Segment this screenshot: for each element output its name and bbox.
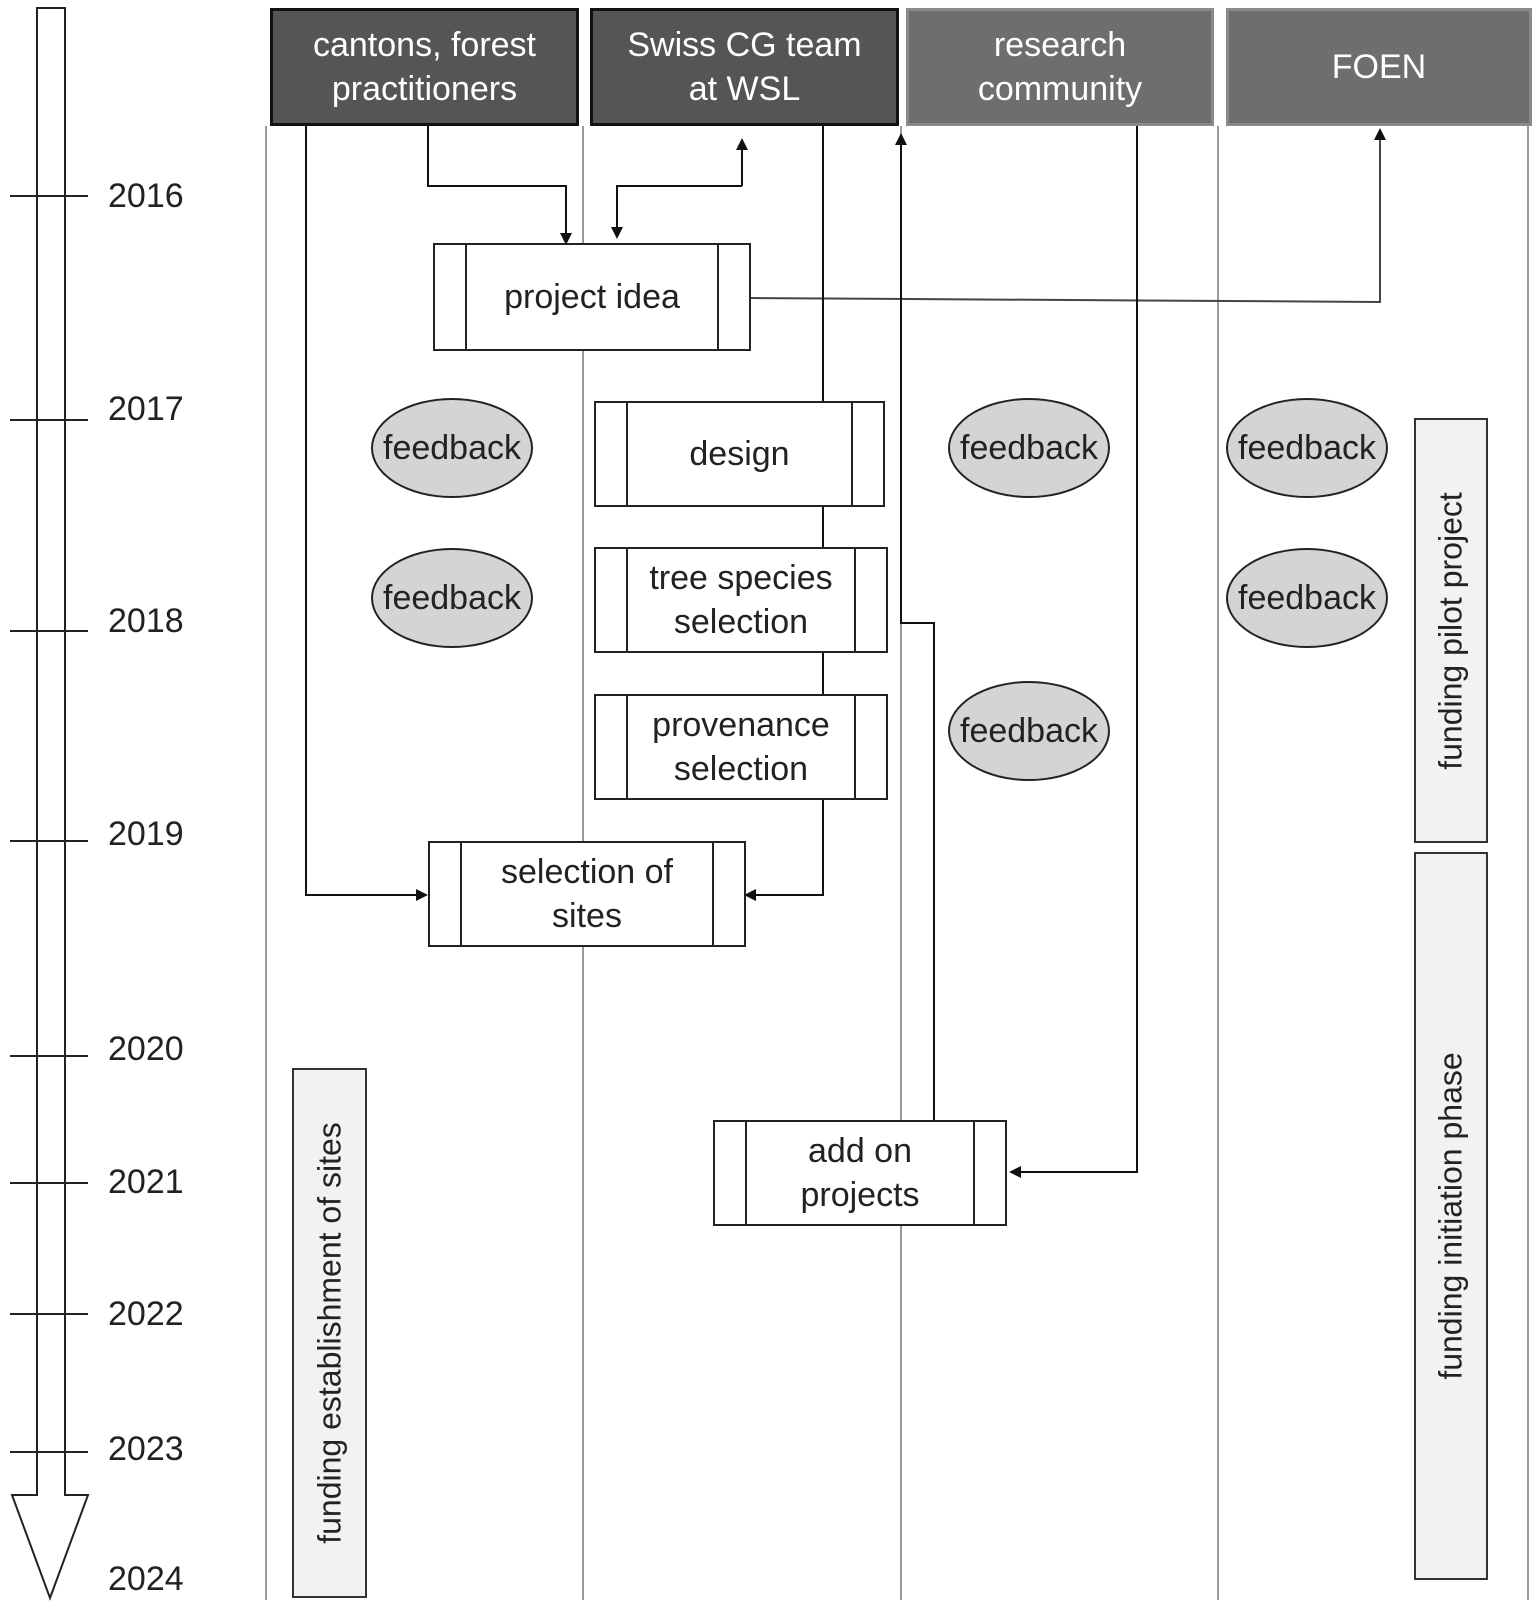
process-design: design	[594, 401, 885, 507]
year-label: 2023	[108, 1430, 184, 1468]
feedback-research-2018: feedback	[948, 681, 1110, 781]
funding-pilot-project: funding pilot project	[1414, 418, 1488, 843]
arrow-research-to-add-on	[1009, 126, 1138, 1178]
arrow-cantons-to-selection-of-sites	[305, 126, 428, 901]
lane-header-foen: FOEN	[1226, 8, 1532, 126]
funding-initiation-phase: funding initiation phase	[1414, 852, 1488, 1580]
arrow-project-idea-to-foen	[750, 128, 1386, 304]
year-label: 2016	[108, 177, 184, 215]
arrow-to-project-idea	[611, 185, 742, 239]
year-label: 2017	[108, 390, 184, 428]
feedback-research-2017: feedback	[948, 398, 1110, 498]
process-add-on-projects: add on projects	[713, 1120, 1007, 1226]
timeline-arrow	[10, 7, 90, 1601]
funding-initiation-label: funding initiation phase	[1432, 1052, 1469, 1380]
year-label: 2019	[108, 815, 184, 853]
funding-establishment-label: funding establishment of sites	[311, 1122, 347, 1544]
funding-pilot-label: funding pilot project	[1432, 491, 1469, 770]
arrow-cantons-to-project-idea	[427, 126, 572, 245]
funding-establishment-of-sites: funding establishment of sites	[292, 1068, 367, 1598]
year-label: 2021	[108, 1163, 184, 1201]
process-project-idea: project idea	[433, 243, 751, 351]
process-selection-of-sites: selection of sites	[428, 841, 746, 947]
feedback-foen-2018: feedback	[1226, 548, 1388, 648]
lane-header-wsl: Swiss CG team at WSL	[590, 8, 899, 126]
year-label: 2018	[108, 602, 184, 640]
timeline-ticks	[10, 195, 88, 1453]
arrow-wsl-to-selection-of-sites	[744, 126, 824, 901]
year-label: 2022	[108, 1295, 184, 1333]
feedback-cantons-2017: feedback	[371, 398, 533, 498]
lane-header-research-community: research community	[906, 8, 1214, 126]
feedback-cantons-2018: feedback	[371, 548, 533, 648]
year-label: 2024	[108, 1560, 184, 1598]
year-label: 2020	[108, 1030, 184, 1068]
arrow-add-on-to-wsl-header	[895, 133, 935, 1120]
lane-header-cantons: cantons, forest practitioners	[270, 8, 579, 126]
process-provenance-selection: provenance selection	[594, 694, 888, 800]
process-tree-species-selection: tree species selection	[594, 547, 888, 653]
feedback-foen-2017: feedback	[1226, 398, 1388, 498]
